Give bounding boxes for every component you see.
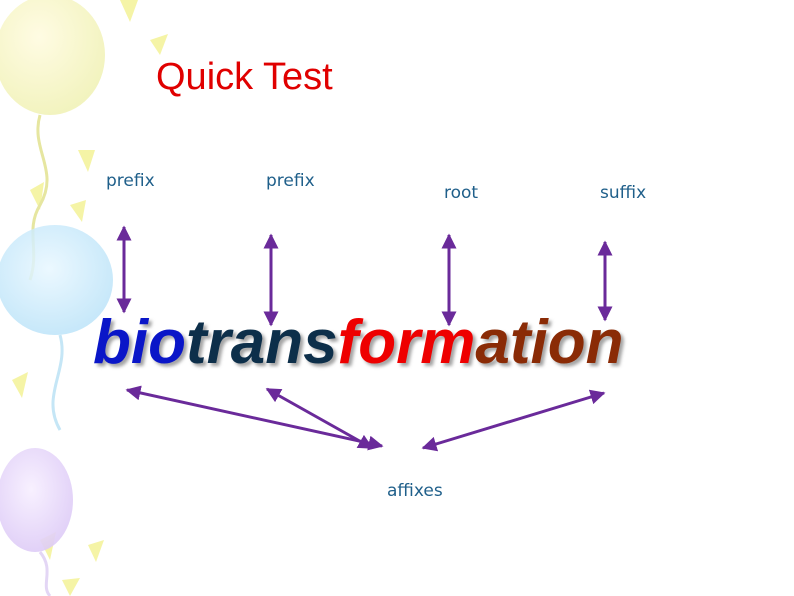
blue-balloon-icon <box>0 225 113 431</box>
word-part-bio: bio <box>93 308 186 377</box>
label-root: root <box>444 183 479 203</box>
label-prefix-1: prefix <box>106 171 155 191</box>
label-affixes: affixes <box>387 481 443 501</box>
purple-balloon-icon <box>0 448 73 596</box>
label-suffix: suffix <box>600 183 647 203</box>
label-prefix-2: prefix <box>266 171 315 191</box>
slide-title: Quick Test <box>156 56 333 98</box>
double-arrow-affix-ation <box>421 389 606 452</box>
double-arrow-affix-bio <box>125 385 384 451</box>
word-part-ation: ation <box>475 308 624 377</box>
word-part-trans: trans <box>185 308 338 377</box>
biotransformation-word: biotransformation <box>93 312 623 374</box>
double-arrow-affix-trans <box>265 387 374 450</box>
